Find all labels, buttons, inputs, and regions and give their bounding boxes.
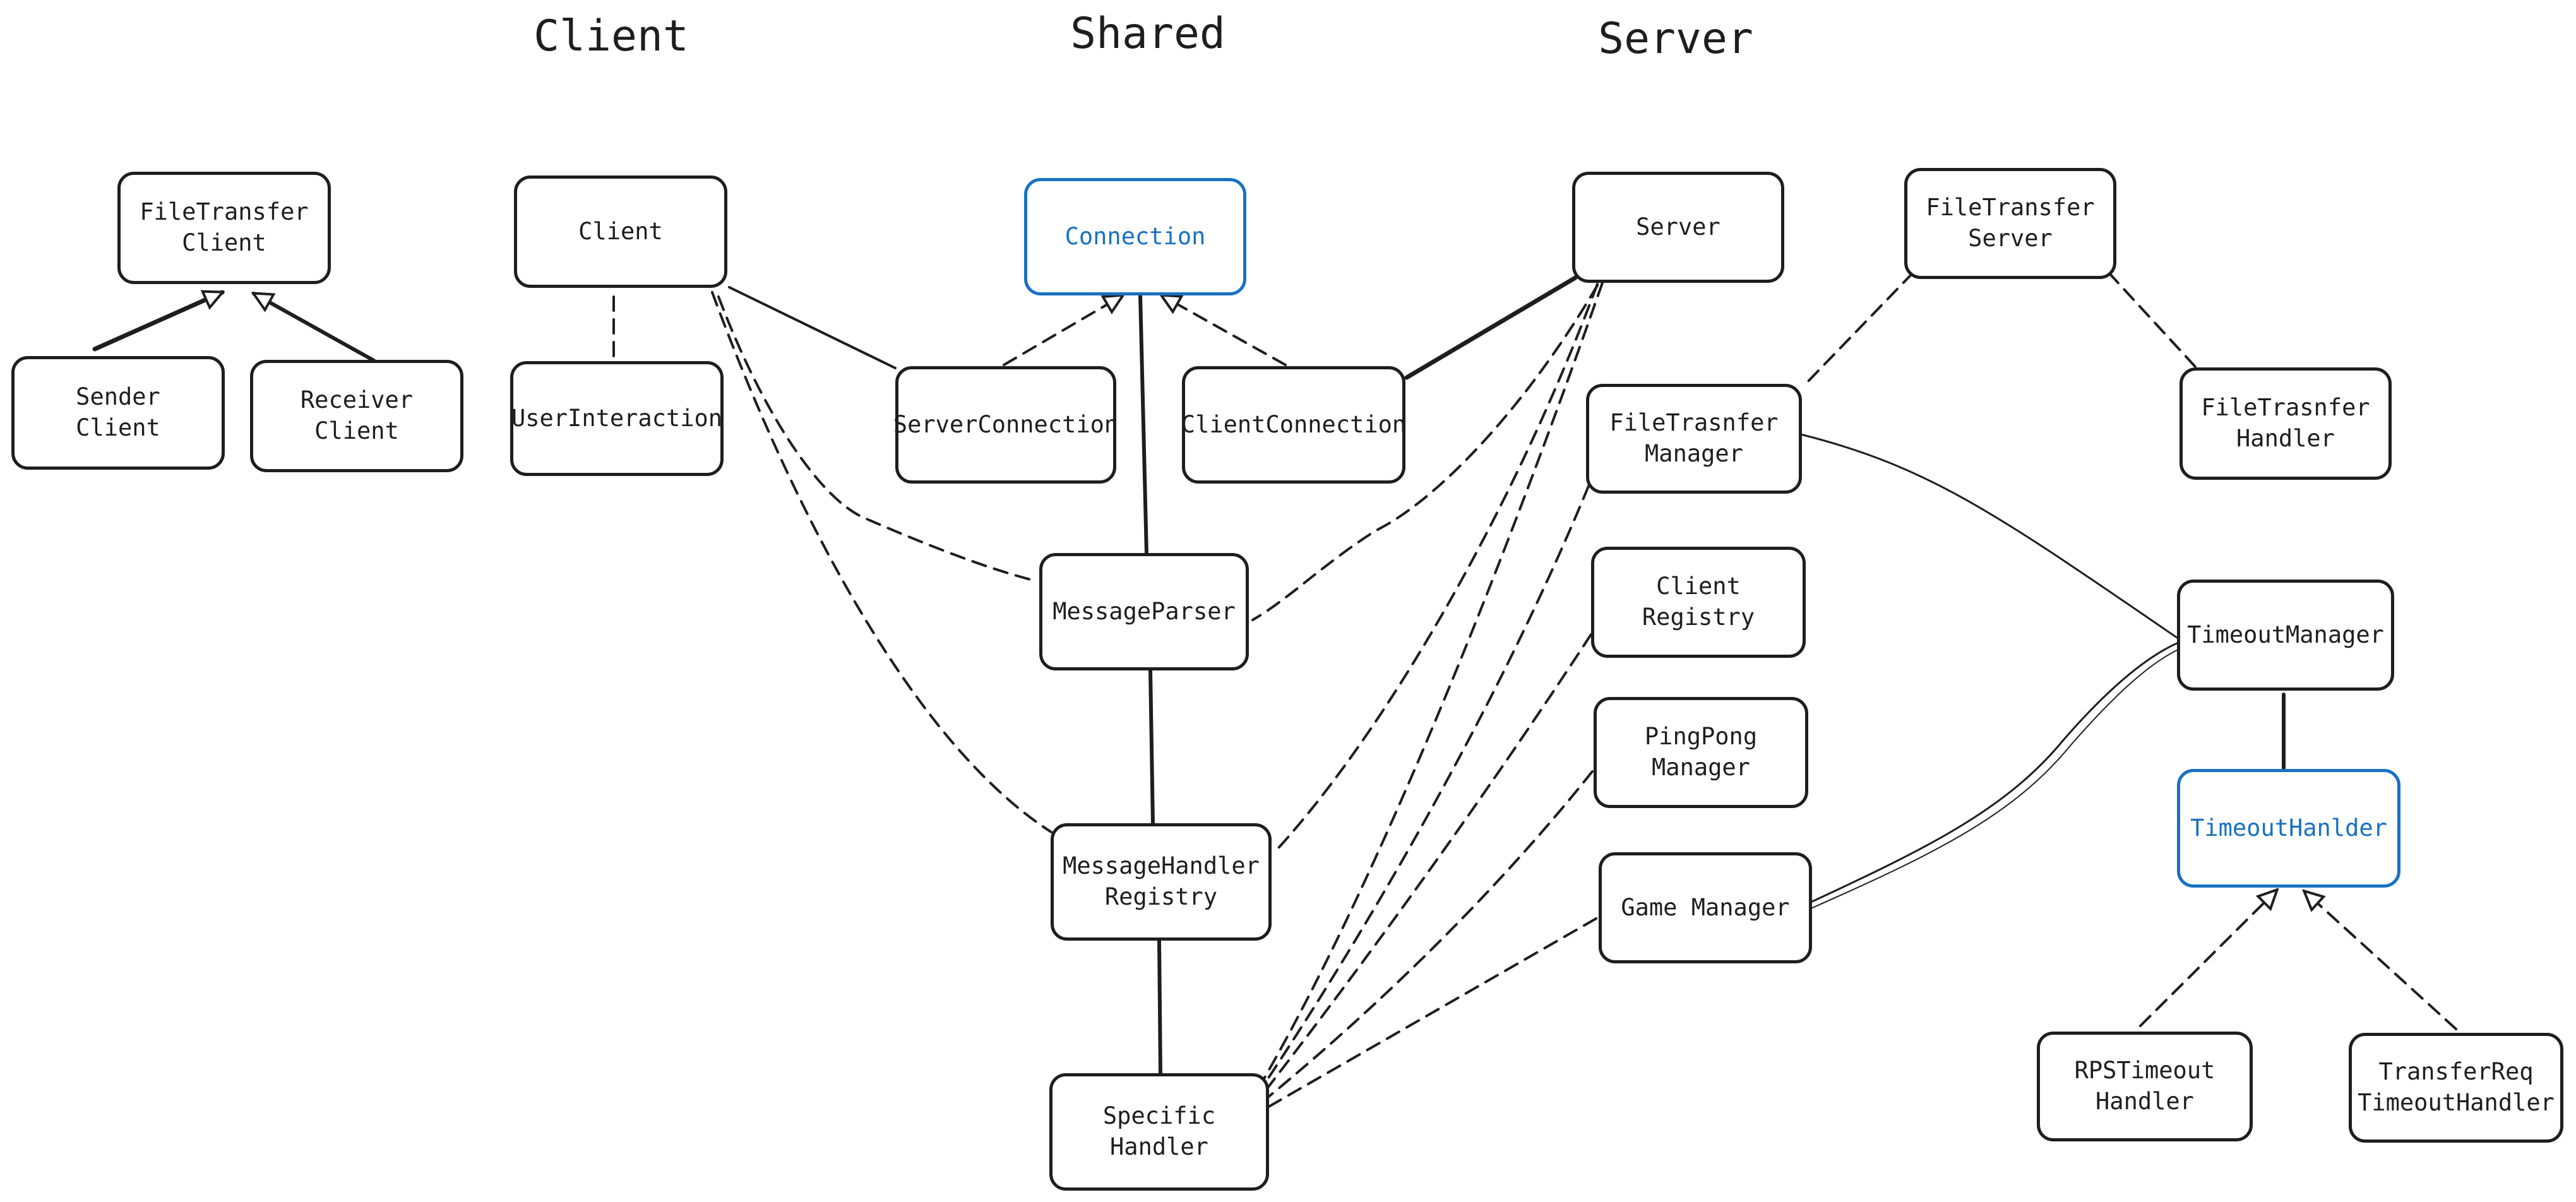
node-user-interaction[interactable]: UserInteraction [510,361,724,476]
node-label: TimeoutManager [2187,621,2384,648]
edge-gamemanager-specifichandler [1265,917,1597,1109]
edge-clientregistry-specifichandler [1264,633,1592,1092]
node-label: TimeoutHanlder [2190,814,2387,842]
edge-ftmanager-specifichandler [1263,485,1590,1086]
node-game-manager[interactable]: Game Manager [1599,852,1812,963]
edge-transferreq-timeouthanlder [2305,891,2457,1030]
node-client-registry[interactable]: Client Registry [1591,547,1806,658]
edge-clientconnection-connection [1162,295,1287,366]
node-receiver-client[interactable]: Receiver Client [250,360,463,472]
node-client[interactable]: Client [514,176,727,288]
node-filetrasnfer-handler[interactable]: FileTrasnfer Handler [2179,367,2392,480]
edge-server-specifichandler [1261,282,1604,1082]
edge-gamemanager-timeoutmanager-b [1809,648,2180,910]
node-label: PingPong Manager [1644,723,1758,781]
edge-gamemanager-timeoutmanager-a [1808,641,2179,904]
edge-registry-specifichandler [1157,939,1162,1076]
node-label: ClientConnection [1181,410,1407,438]
section-title-shared: Shared [1070,9,1225,59]
node-timeout-hanlder[interactable]: TimeoutHanlder [2177,769,2400,888]
edge-serverconnection-connection [1003,295,1123,366]
edge-server-registry [1277,283,1599,849]
node-client-connection[interactable]: ClientConnection [1181,366,1407,484]
edge-pingpong-specifichandler [1265,770,1594,1100]
node-label: Connection [1064,222,1206,250]
edge-receiver-to-filetransfer-client [254,292,376,362]
edge-server-messageparser [1251,284,1599,621]
node-filetransfer-client[interactable]: FileTransfer Client [117,172,331,284]
node-label: MessageHandler Registry [1063,852,1260,910]
node-label: Server [1636,213,1720,241]
node-specific-handler[interactable]: Specific Handler [1049,1073,1269,1191]
node-label: ServerConnection [893,410,1119,438]
edge-client-messagehandlerregistry [711,291,1052,833]
edge-ftmanager-timeoutmanager [1799,433,2178,639]
node-filetransfer-server[interactable]: FileTransfer Server [1904,168,2116,279]
edge-sender-to-filetransfer-client [92,290,222,352]
node-label: Receiver Client [300,386,414,444]
edge-rps-timeouthanlder [2139,890,2277,1027]
node-connection[interactable]: Connection [1024,178,1246,295]
node-label: FileTransfer Client [140,198,309,256]
edge-ftserver-fthandler [2108,271,2197,369]
node-transferreq-timeout-handler[interactable]: TransferReq TimeoutHandler [2349,1033,2563,1143]
edge-messageparser-registry [1148,669,1155,826]
node-server-connection[interactable]: ServerConnection [893,366,1119,484]
node-label: RPSTimeout Handler [2074,1057,2215,1115]
node-label: MessageParser [1052,597,1236,625]
node-timeout-manager[interactable]: TimeoutManager [2177,580,2394,691]
node-label: Sender Client [76,383,160,441]
node-label: Client Registry [1642,573,1755,631]
edge-client-serverconnection [728,286,897,369]
node-pingpong-manager[interactable]: PingPong Manager [1594,697,1808,808]
edge-connection-messageparser [1138,294,1148,556]
node-message-parser[interactable]: MessageParser [1039,553,1249,670]
node-message-handler-registry[interactable]: MessageHandler Registry [1051,823,1272,941]
node-label: FileTrasnfer Handler [2201,394,2370,452]
node-label: FileTrasnfer Manager [1609,409,1779,467]
node-label: FileTransfer Server [1926,194,2095,252]
node-label: Game Manager [1621,893,1790,921]
edge-server-clientconnection [1404,275,1578,380]
node-filetrasnfer-manager[interactable]: FileTrasnfer Manager [1586,384,1802,494]
node-rps-timeout-handler[interactable]: RPSTimeout Handler [2037,1032,2253,1141]
section-title-client: Client [534,11,689,61]
node-label: Specific Handler [1102,1102,1216,1160]
edge-client-messageparser [717,295,1037,582]
section-title-server: Server [1598,14,1753,64]
node-label: UserInteraction [511,404,723,432]
node-sender-client[interactable]: Sender Client [11,356,225,470]
node-label: Client [578,217,663,245]
node-server[interactable]: Server [1572,172,1784,283]
node-label: TransferReq TimeoutHandler [2358,1058,2555,1116]
edge-ftserver-ftmanager [1803,271,1914,386]
